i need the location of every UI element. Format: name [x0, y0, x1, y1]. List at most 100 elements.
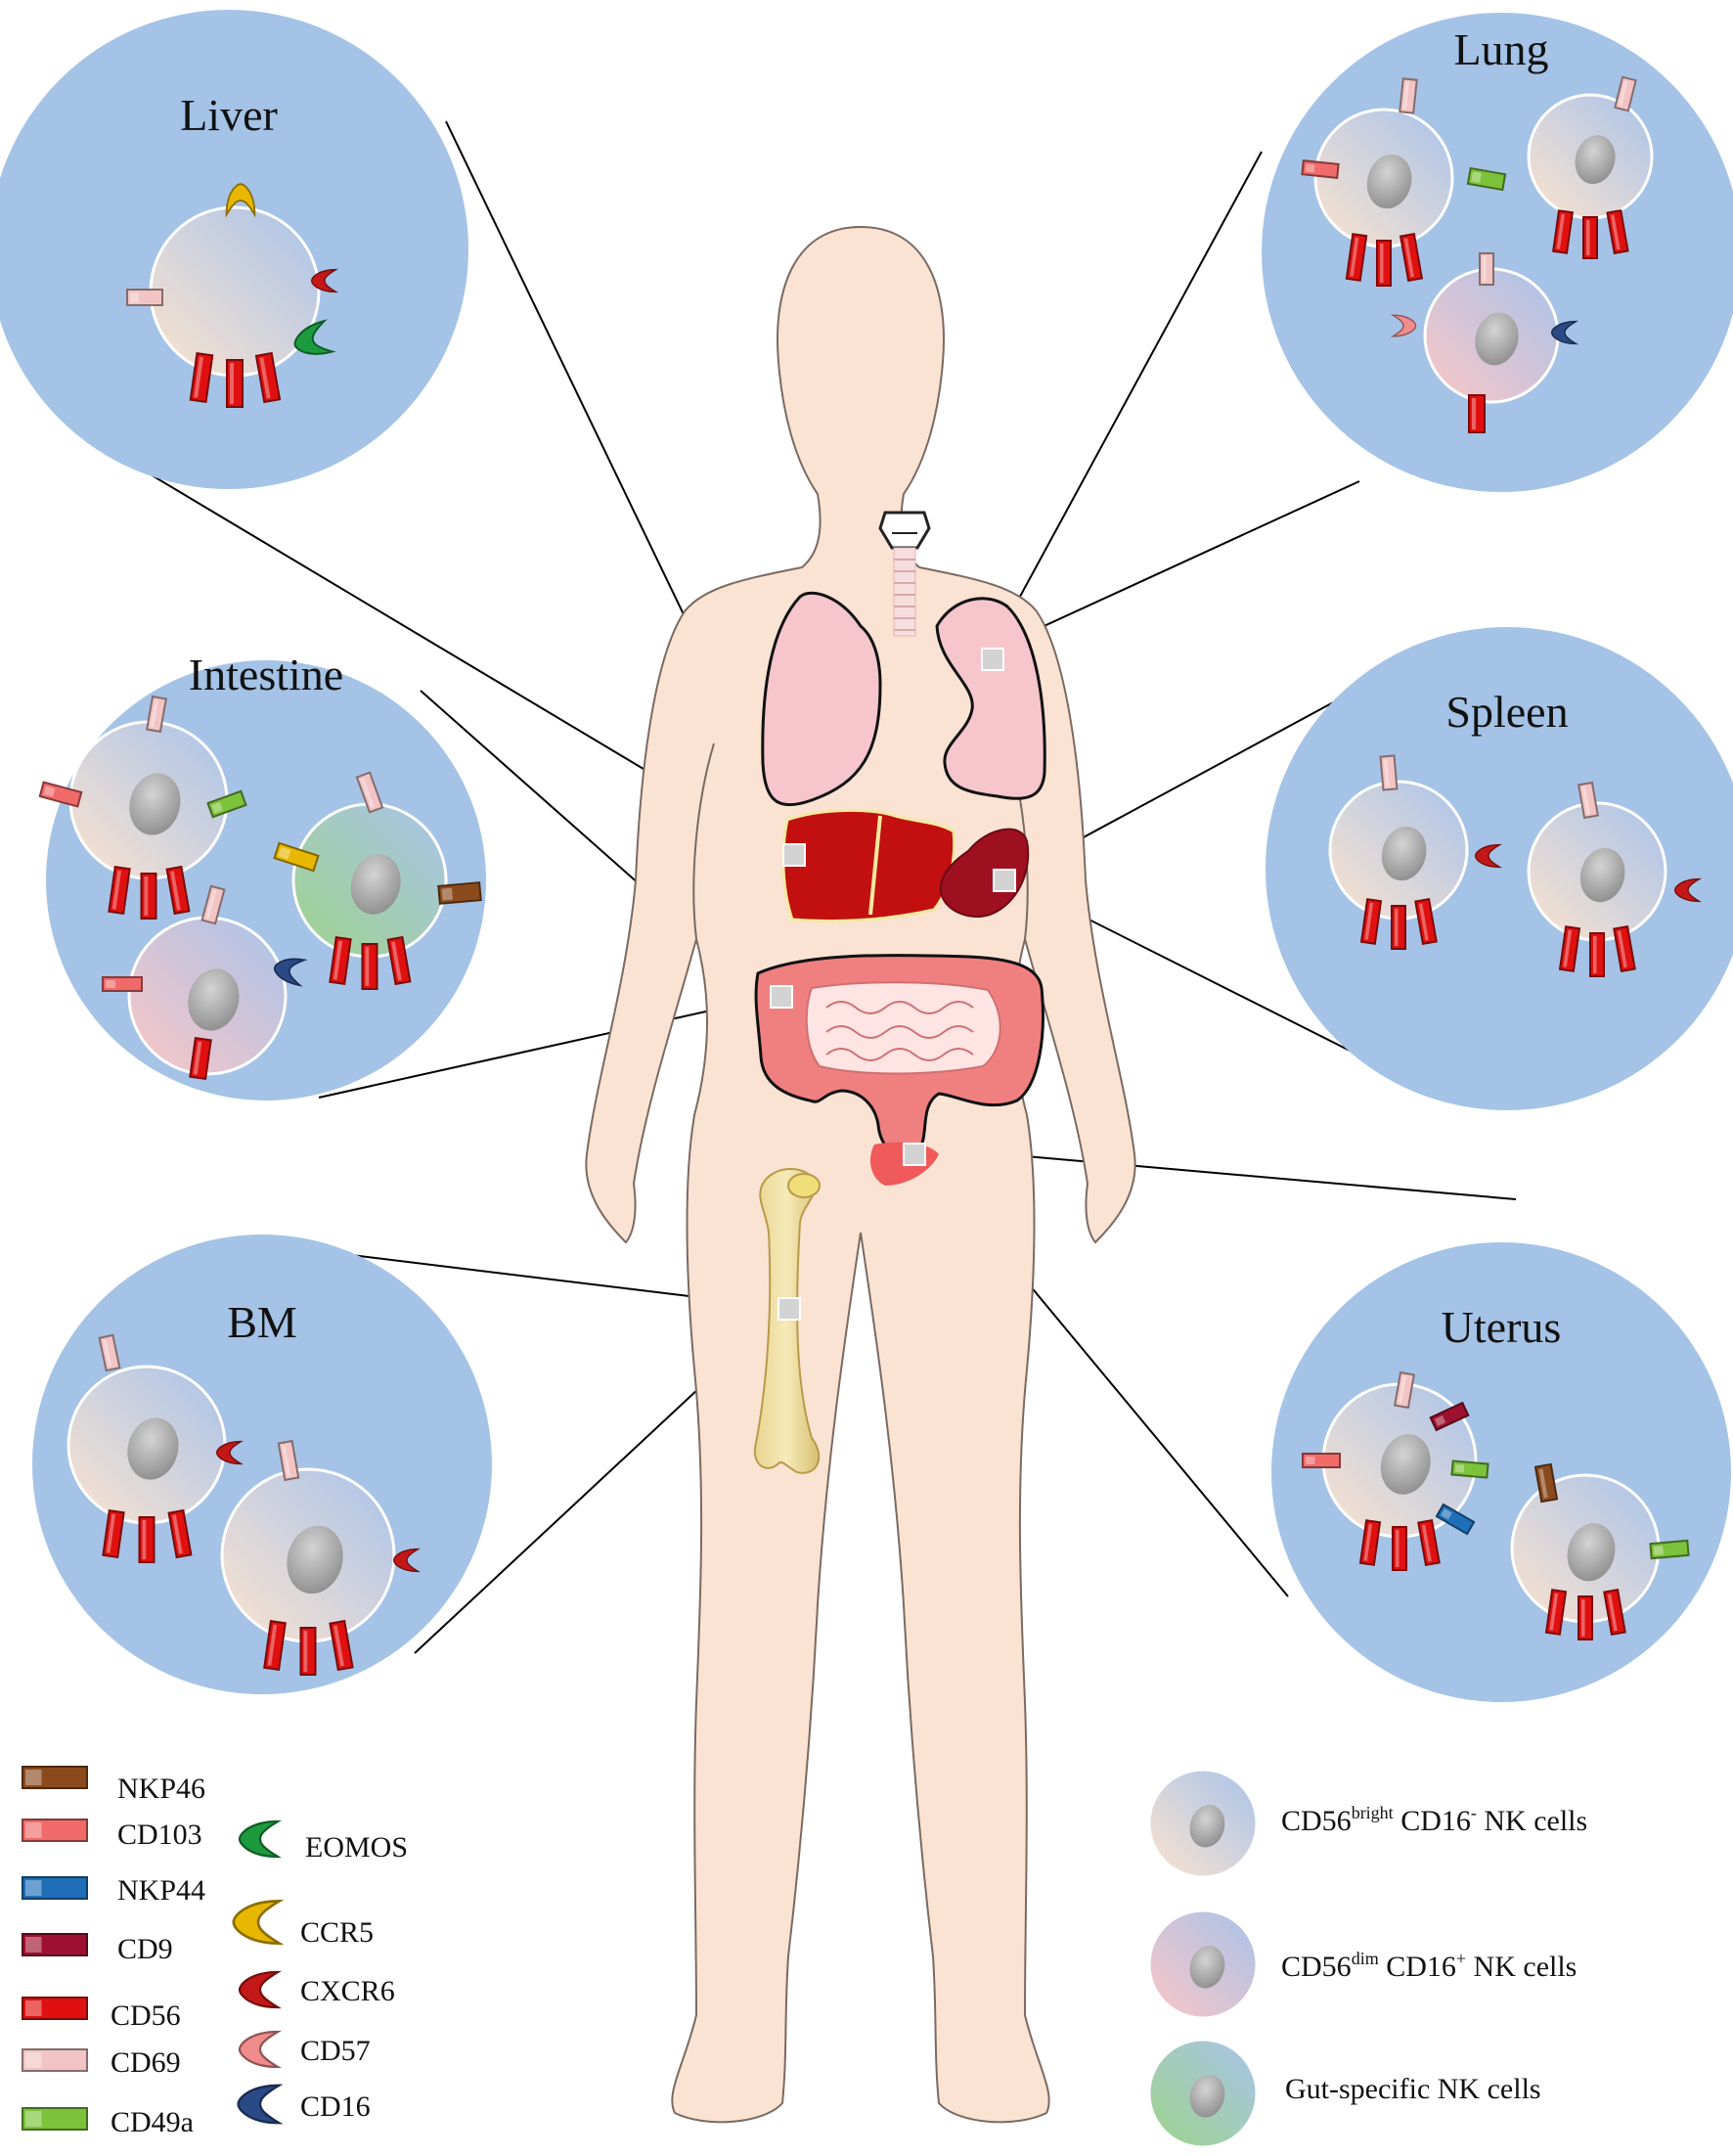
intestine-gut-nk-cell	[291, 802, 448, 959]
eomos-marker-body	[293, 319, 336, 355]
cd56-marker	[1391, 905, 1406, 950]
cd49a-marker	[1649, 1539, 1690, 1560]
cd56-marker-body	[1414, 897, 1438, 946]
cd56-marker-shine	[365, 947, 370, 986]
ccr5-marker	[273, 841, 320, 873]
organ-sample-square	[903, 1143, 926, 1166]
cxcr6-marker-body	[1673, 877, 1702, 903]
cd56-marker	[165, 865, 191, 916]
body-outline	[585, 225, 1136, 2124]
cd56-marker-shine	[194, 356, 203, 398]
eomos-marker-body	[238, 1819, 283, 1859]
nkp44-marker-shine	[1441, 1508, 1452, 1520]
cd56-marker	[263, 1620, 287, 1671]
cd16-marker	[237, 2084, 284, 2125]
cd56-marker-shine	[230, 363, 234, 404]
cxcr6-marker-body	[392, 1548, 421, 1573]
cd56-marker-shine	[25, 2000, 42, 2016]
cd56-marker	[361, 943, 378, 990]
celltype-dim-label: CD56dim CD16+ NK cells	[1281, 1949, 1577, 1983]
cd56-marker-shine	[1607, 1594, 1618, 1632]
circle-spleen	[1266, 627, 1733, 1110]
cd69-marker-shine	[103, 1339, 112, 1368]
cd49a-marker-body	[206, 789, 247, 819]
cd69-marker-shine	[282, 1445, 291, 1477]
cd56-marker	[1376, 240, 1392, 287]
title-bm: BM	[227, 1297, 297, 1347]
cd56-marker-body	[1392, 1526, 1407, 1571]
cd56-marker-shine	[1363, 1523, 1373, 1561]
cd69-marker-body	[1614, 75, 1637, 112]
cd69-marker	[200, 884, 226, 925]
organ-sample-square	[981, 648, 1004, 671]
cd49a-marker	[22, 2107, 88, 2131]
cd56-marker-body	[165, 865, 191, 916]
cd56-marker	[1359, 898, 1383, 945]
cell-nucleus	[1366, 154, 1412, 209]
cd56-marker	[1468, 394, 1486, 433]
cell-nucleus	[127, 1417, 179, 1480]
cd56-marker-body	[22, 1997, 88, 2020]
legend-label-cd69: CD69	[111, 2046, 181, 2079]
cd69-marker	[98, 1333, 121, 1372]
cd56-marker-shine	[1581, 1599, 1585, 1637]
cd56-marker	[329, 1619, 354, 1672]
cd56-marker-body	[329, 936, 352, 985]
title-uterus: Uterus	[1442, 1302, 1562, 1352]
cd56-marker-shine	[1610, 214, 1621, 250]
cd16-marker-body	[1550, 320, 1578, 345]
cd56-marker-body	[1589, 932, 1605, 977]
liver-cells	[126, 183, 338, 408]
cd56-marker	[1345, 233, 1368, 282]
cd69-marker-body	[22, 2048, 88, 2072]
cd56-marker-body	[189, 351, 214, 404]
cxcr6-marker-body	[215, 1440, 244, 1465]
cd9-marker-shine	[1434, 1415, 1446, 1426]
cd49a-marker-body	[1450, 1460, 1489, 1479]
cd56-marker-body	[1376, 240, 1392, 287]
legend-cell-bright	[1147, 1768, 1259, 1879]
spleen-nk-cell-1	[1328, 780, 1469, 921]
cell-nucleus	[1189, 1946, 1225, 1989]
nkp46-marker-shine	[1538, 1468, 1548, 1499]
legend-label-cd103: CD103	[117, 1819, 202, 1851]
ccr5-marker-body	[232, 1900, 285, 1945]
cd103-marker-body	[22, 1819, 88, 1842]
cell-nucleus	[1189, 1805, 1225, 1848]
nk-cells	[38, 75, 1702, 1676]
uterus-cells	[1302, 1370, 1690, 1640]
cd69-marker	[126, 289, 163, 306]
cd56-marker	[102, 1509, 125, 1558]
cd56-marker	[299, 1627, 317, 1676]
cd69-marker-shine	[1581, 786, 1590, 815]
nkp46-marker-shine	[441, 887, 454, 901]
cd56-marker	[1603, 1588, 1626, 1637]
cd103-marker-shine	[1306, 1457, 1315, 1464]
cd56-marker-shine	[111, 870, 122, 910]
cd56-marker-shine	[1563, 929, 1573, 967]
cd56-marker-shine	[1586, 220, 1590, 255]
cd69-marker-shine	[150, 699, 158, 728]
bm-cells	[67, 1333, 421, 1676]
cd9-marker-shine	[25, 1937, 42, 1953]
femur-head	[787, 1173, 821, 1198]
cd103-marker	[102, 976, 143, 992]
nkp46-marker-shine	[25, 1770, 42, 1785]
cd56-marker-shine	[267, 1624, 278, 1666]
cd56-marker-body	[1358, 1519, 1382, 1566]
nkp44-marker-shine	[25, 1880, 42, 1896]
cd56-marker-body	[299, 1627, 317, 1676]
cd56-marker-body	[102, 1509, 125, 1558]
cd49a-marker	[206, 789, 247, 819]
cd56-marker	[189, 351, 214, 404]
cd56-marker-body	[108, 866, 131, 915]
legend-cell-dim	[1147, 1909, 1259, 2020]
cd69-marker-body	[1399, 77, 1418, 114]
cd56-marker	[1577, 1595, 1593, 1640]
organ-titles: Liver Lung Intestine Spleen BM Uterus	[180, 24, 1568, 1352]
cd56-marker-shine	[1403, 238, 1414, 278]
cd56-marker	[167, 1508, 193, 1559]
liver-nk-cell	[149, 205, 321, 378]
cd56-marker-shine	[1364, 902, 1374, 940]
nkp44-marker	[22, 1876, 88, 1900]
